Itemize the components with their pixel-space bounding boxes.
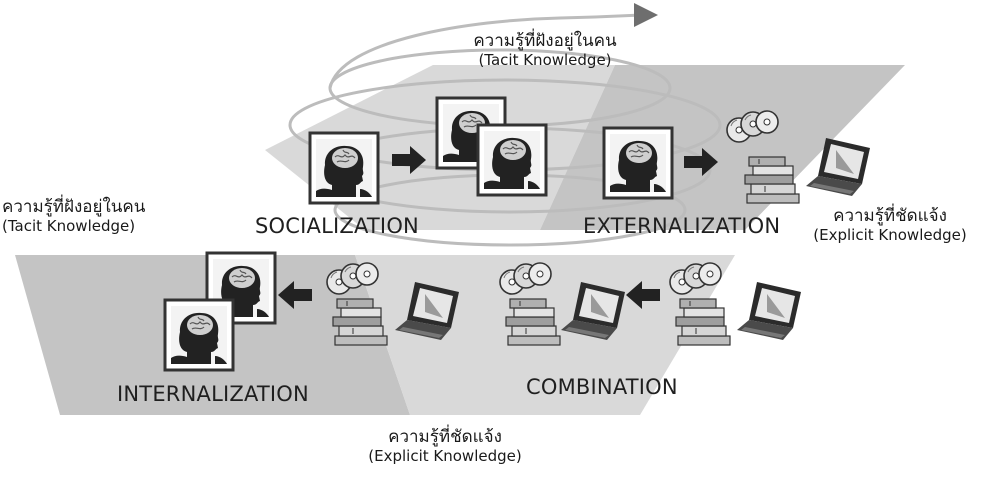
tacit-left-thai: ความรู้ที่ฝังอยู่ในคน [2, 197, 146, 217]
tacit-left-english: (Tacit Knowledge) [2, 216, 136, 235]
spiral-arrow-head-icon [634, 3, 658, 27]
head-portrait-icon [163, 298, 235, 372]
explicit-bottom-thai: ความรู้ที่ชัดแจ้ง [388, 427, 502, 447]
tacit-top-english: (Tacit Knowledge) [478, 50, 612, 69]
combination-label: COMBINATION [526, 375, 678, 399]
book-stack-icon [675, 298, 731, 346]
head-portrait-icon [308, 131, 380, 205]
socialization-label: SOCIALIZATION [255, 214, 419, 238]
explicit-knowledge-right-label: ความรู้ที่ชัดแจ้ง (Explicit Knowledge) [790, 206, 990, 244]
head-portrait-icon [476, 123, 548, 197]
explicit-right-thai: ความรู้ที่ชัดแจ้ง [833, 206, 947, 226]
laptop-icon [737, 282, 801, 340]
explicit-knowledge-bottom-label: ความรู้ที่ชัดแจ้ง (Explicit Knowledge) [335, 427, 555, 465]
head-portrait-icon [602, 126, 674, 200]
tacit-knowledge-left-label: ความรู้ที่ฝังอยู่ในคน (Tacit Knowledge) [2, 197, 202, 235]
tacit-top-thai: ความรู้ที่ฝังอยู่ในคน [473, 31, 617, 51]
tacit-knowledge-top-label: ความรู้ที่ฝังอยู่ในคน (Tacit Knowledge) [425, 31, 665, 69]
explicit-bottom-english: (Explicit Knowledge) [368, 446, 522, 465]
internalization-label: INTERNALIZATION [117, 382, 309, 406]
externalization-label: EXTERNALIZATION [583, 214, 781, 238]
explicit-right-english: (Explicit Knowledge) [813, 225, 967, 244]
